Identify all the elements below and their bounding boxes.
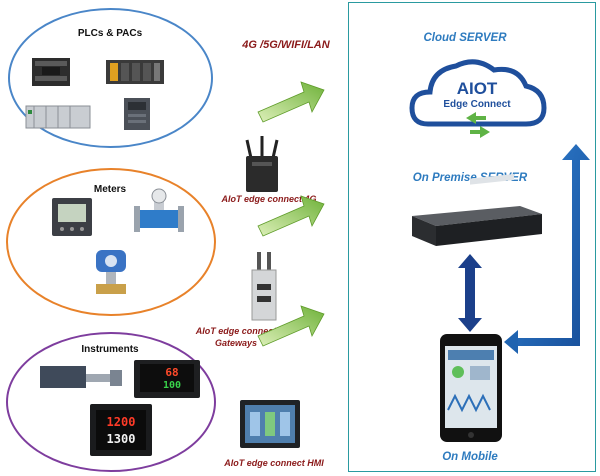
cloud-logo-line2: Edge Connect <box>443 99 511 110</box>
smartphone-icon <box>440 334 502 442</box>
green-arrow-top <box>257 81 325 123</box>
pressure-transmitter-icon <box>96 250 126 294</box>
instrument-display-1a: 68 <box>165 366 178 379</box>
meters-group-title: Meters <box>93 184 127 195</box>
pac-controller-icon <box>106 60 164 84</box>
power-meter-icon <box>52 198 92 236</box>
digital-panel-meter-icon <box>90 404 152 456</box>
gateway-device-icon <box>251 252 277 321</box>
sync-arrows-icon <box>466 112 490 138</box>
cloud-logo-icon <box>409 59 547 127</box>
instrument-display-1b: 100 <box>163 380 181 391</box>
hmi-panel-icon <box>240 400 300 448</box>
green-arrow-middle <box>257 195 325 237</box>
plc-cpu-icon <box>124 98 150 130</box>
instrument-display-2a: 1200 <box>107 415 136 429</box>
meters-group-ellipse <box>6 168 216 316</box>
instrument-display-2b: 1300 <box>107 432 136 446</box>
network-label: 4G /5G/WIFI/LAN <box>242 39 330 51</box>
plc-io-modules-icon <box>25 105 91 129</box>
edge-gateways-label-line1: AIoT edge connect <box>195 326 277 336</box>
mobile-cloud-arrow <box>504 144 590 354</box>
plc-group-title: PLCs & PACs <box>77 28 143 39</box>
plc-group-ellipse <box>8 8 213 148</box>
flow-meter-icon <box>134 188 184 232</box>
plc-rack-icon <box>32 58 70 86</box>
instrument-sensor-icon <box>40 366 122 388</box>
edge-4g-label: AIoT edge connect 4G <box>221 194 317 204</box>
green-arrow-lower <box>257 305 325 347</box>
cloud-logo-line1: AIOT <box>457 79 498 98</box>
instruments-group-ellipse <box>6 332 216 472</box>
edge-gateways-label-line2: Gateways <box>214 338 258 348</box>
instruments-group-title: Instruments <box>81 344 139 355</box>
mobile-title: On Mobile <box>442 451 498 463</box>
cloud-server-title: Cloud SERVER <box>423 32 507 44</box>
edge-hmi-label: AIoT edge connect HMI <box>224 458 324 468</box>
server-panel <box>348 2 596 472</box>
server-mobile-arrow <box>458 254 482 332</box>
temperature-controller-icon <box>134 360 200 398</box>
4g-router-icon <box>245 136 279 192</box>
rack-server-icon <box>412 173 542 246</box>
